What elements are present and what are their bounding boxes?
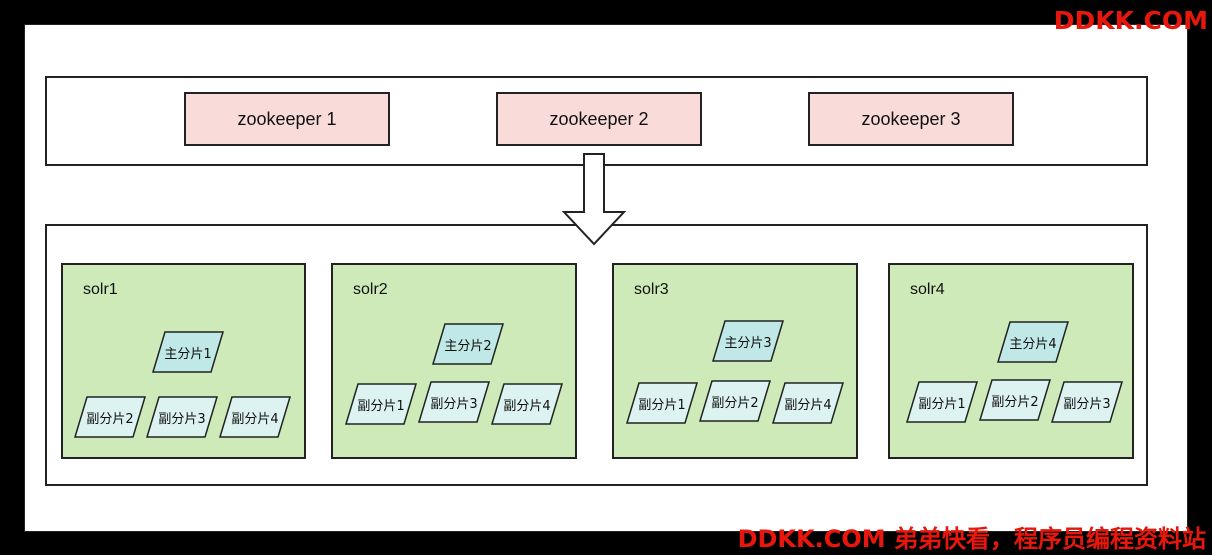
primary-shard: 主分片2 [431, 323, 505, 365]
primary-shard: 主分片3 [711, 320, 785, 362]
zookeeper-node-3: zookeeper 3 [808, 92, 1014, 146]
solr-node-title: solr4 [910, 281, 945, 298]
replica-shard: 副分片3 [1050, 381, 1124, 423]
shard-label: 主分片4 [1009, 336, 1057, 352]
down-arrow-icon [561, 153, 627, 246]
replica-shard: 副分片2 [978, 379, 1052, 421]
solr-node-4: solr4 主分片4 副分片1 副分片2 副分片3 [888, 263, 1134, 459]
zookeeper-node-2: zookeeper 2 [496, 92, 702, 146]
replica-shard: 副分片4 [490, 383, 564, 425]
primary-shard: 主分片1 [151, 331, 225, 373]
solr-node-1: solr1 主分片1 副分片2 副分片3 副分片4 [61, 263, 306, 459]
solr-node-3: solr3 主分片3 副分片1 副分片2 副分片4 [612, 263, 858, 459]
replica-shard: 副分片1 [344, 383, 418, 425]
replica-shard: 副分片3 [417, 381, 491, 423]
replica-shard: 副分片1 [905, 381, 979, 423]
replica-shard: 副分片4 [771, 382, 845, 424]
shard-label: 副分片4 [231, 411, 279, 427]
shard-label: 副分片2 [711, 395, 759, 411]
shard-label: 副分片4 [503, 398, 551, 414]
replica-shard: 副分片3 [145, 396, 219, 438]
shard-label: 副分片1 [638, 397, 686, 413]
shard-label: 主分片3 [724, 335, 772, 351]
replica-shard: 副分片1 [625, 382, 699, 424]
replica-shard: 副分片4 [218, 396, 292, 438]
watermark-top: DDKK.COM [1053, 6, 1208, 35]
shard-label: 主分片2 [444, 338, 492, 354]
shard-label: 副分片2 [86, 411, 134, 427]
solr-node-2: solr2 主分片2 副分片1 副分片3 副分片4 [331, 263, 577, 459]
shard-label: 副分片1 [918, 396, 966, 412]
replica-shard: 副分片2 [73, 396, 147, 438]
solr-node-title: solr1 [83, 281, 118, 298]
primary-shard: 主分片4 [996, 321, 1070, 363]
zookeeper-node-label: zookeeper 2 [549, 108, 649, 129]
shard-label: 副分片4 [784, 397, 832, 413]
shard-label: 副分片3 [430, 396, 478, 412]
solr-node-title: solr3 [634, 281, 669, 298]
shard-label: 副分片2 [991, 394, 1039, 410]
shard-label: 副分片1 [357, 398, 405, 414]
replica-shard: 副分片2 [698, 380, 772, 422]
solr-node-title: solr2 [353, 281, 388, 298]
shard-label: 副分片3 [1063, 396, 1111, 412]
shard-label: 主分片1 [164, 346, 212, 362]
zookeeper-node-label: zookeeper 3 [861, 108, 961, 129]
zookeeper-node-label: zookeeper 1 [237, 108, 337, 129]
watermark-bottom: DDKK.COM 弟弟快看，程序员编程资料站 [737, 525, 1206, 553]
shard-label: 副分片3 [158, 411, 206, 427]
zookeeper-node-1: zookeeper 1 [184, 92, 390, 146]
